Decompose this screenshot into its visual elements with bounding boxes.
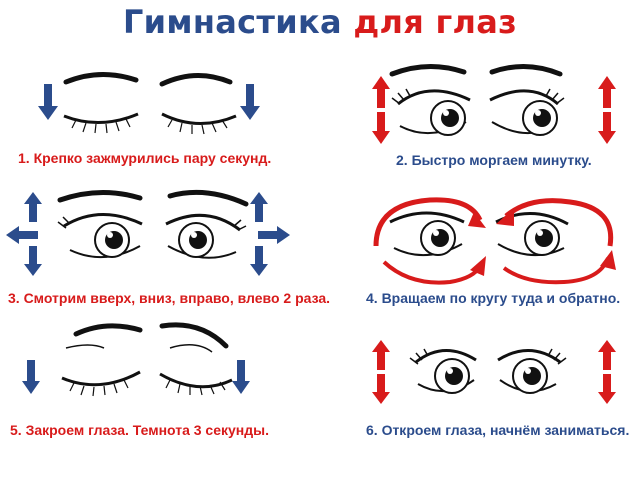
step-6-panel: 6. Откроем глаза, начнём заниматься. [320,318,640,458]
arrow-down-icon [24,246,42,276]
step-1-caption: 1. Крепко зажмурились пару секунд. [18,150,272,166]
arrow-down-icon [372,112,390,144]
step-5-caption: 5. Закроем глаза. Темнота 3 секунды. [10,422,269,438]
arrow-up-icon [598,76,616,108]
circular-arrow-icon [373,197,616,285]
open-eyes-icon [389,211,569,257]
title-part-1: Гимнастика [122,3,342,41]
closed-eyes-icon [63,71,237,135]
arrow-down-icon [22,360,40,394]
page-title: Гимнастика для глаз [0,2,640,42]
arrow-down-icon [232,360,250,394]
step-2-caption: 2. Быстро моргаем минутку. [396,152,592,168]
arrow-up-icon [24,192,42,222]
step-4-panel: 4. Вращаем по кругу туда и обратно. [320,186,640,326]
arrow-up-icon [372,340,390,370]
step-1-panel: 1. Крепко зажмурились пару секунд. [0,60,320,200]
arrow-down-icon [250,246,268,276]
open-eyes-icon [57,189,249,259]
step-6-caption: 6. Откроем глаза, начнём заниматься. [366,422,630,438]
open-eyes-icon [389,63,565,136]
arrow-down-icon [598,112,616,144]
arrow-up-icon [250,192,268,222]
arrow-left-icon [6,226,38,244]
arrow-down-icon [240,84,260,120]
arrow-down-icon [372,374,390,404]
step-3-caption: 3. Смотрим вверх, вниз, вправо, влево 2 … [8,290,331,306]
step-5-panel: 5. Закроем глаза. Темнота 3 секунды. [0,318,320,458]
closed-eyes-icon [61,322,233,397]
step-4-caption: 4. Вращаем по кругу туда и обратно. [366,290,621,306]
step-2-panel: 2. Быстро моргаем минутку. [320,60,640,200]
title-part-2: для глаз [353,3,518,41]
arrow-right-icon [258,226,290,244]
open-eyes-icon [409,348,567,394]
arrow-down-icon [598,374,616,404]
arrow-down-icon [38,84,58,120]
arrow-up-icon [372,76,390,108]
step-3-panel: 3. Смотрим вверх, вниз, вправо, влево 2 … [0,186,330,326]
arrow-up-icon [598,340,616,370]
